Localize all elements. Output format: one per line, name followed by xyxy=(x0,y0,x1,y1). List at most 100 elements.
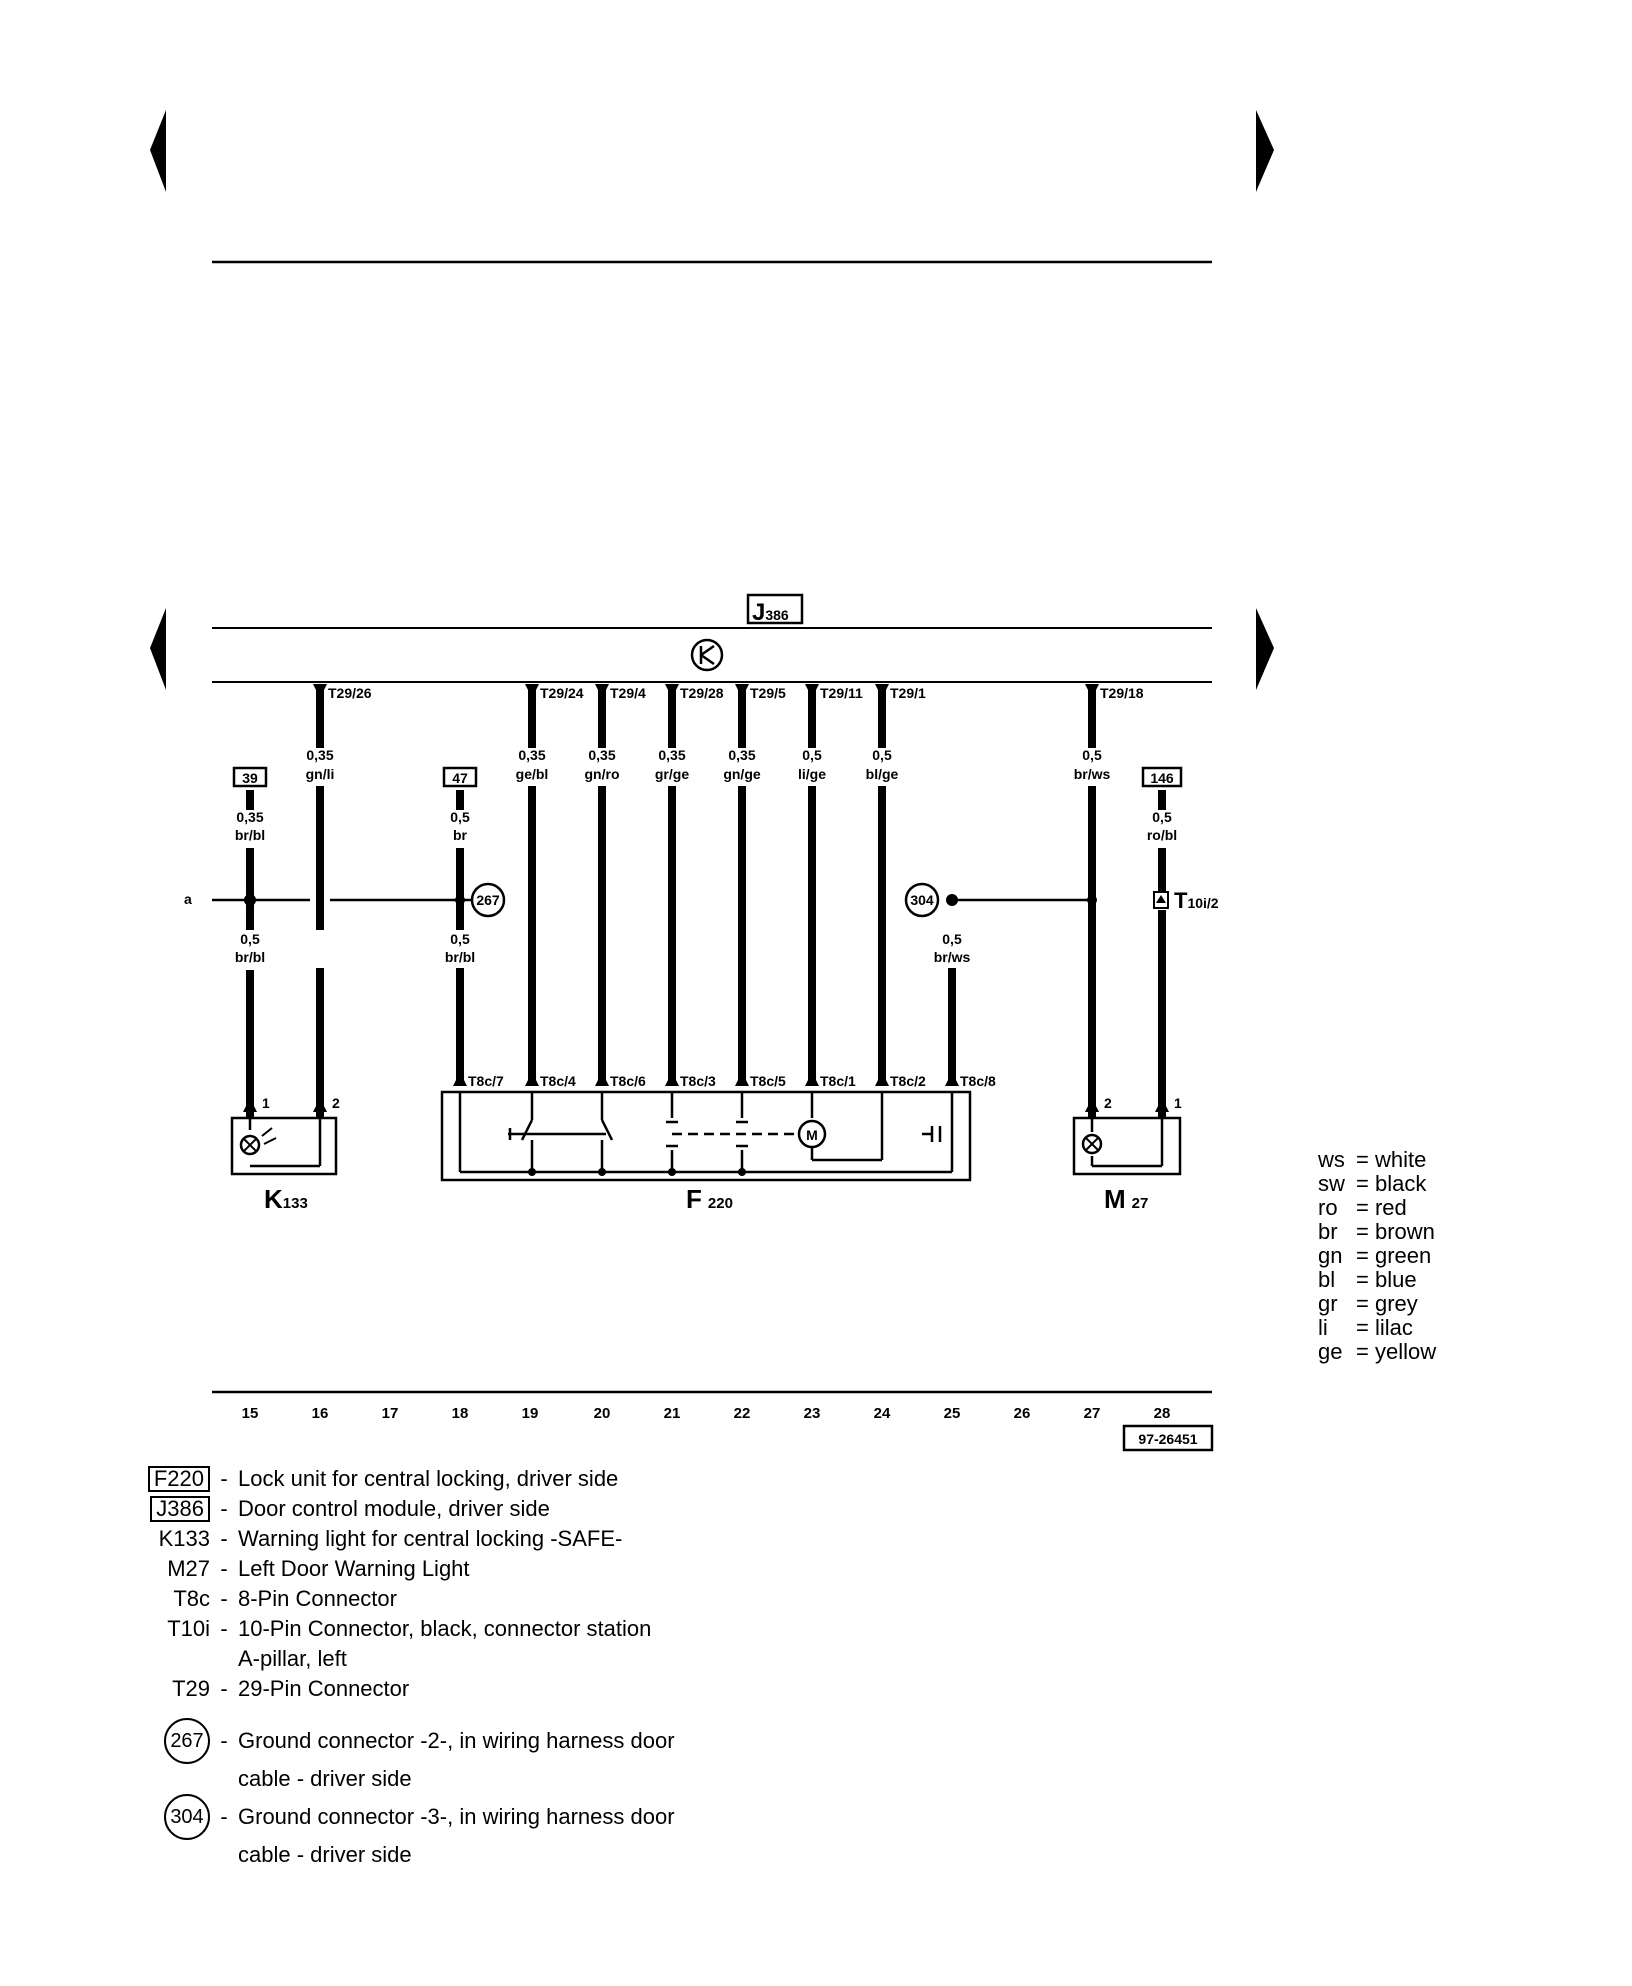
wire-gauge: 0,35 xyxy=(306,747,333,763)
svg-text:39: 39 xyxy=(242,770,258,786)
svg-text:M: M xyxy=(806,1127,818,1143)
pin-label: T29/1 xyxy=(890,685,926,701)
wire-gauge: 0,5 xyxy=(1152,809,1172,825)
wire-color: br xyxy=(453,827,468,843)
wire-gauge: 0,35 xyxy=(728,747,755,763)
lamp-icon xyxy=(239,1127,277,1156)
pin-label: T8c/6 xyxy=(610,1073,646,1089)
wire-gauge: 0,5 xyxy=(1082,747,1102,763)
wire-gauge: 0,35 xyxy=(658,747,685,763)
pin-label: T8c/3 xyxy=(680,1073,716,1089)
t10i-connector: T10i/2 xyxy=(1153,888,1219,913)
next-page-arrow-icon[interactable] xyxy=(1256,608,1274,690)
pin-label: T29/28 xyxy=(680,685,724,701)
legend-row: F220-Lock unit for central locking, driv… xyxy=(130,1464,798,1494)
pin-label: T29/5 xyxy=(750,685,786,701)
pin-label: T29/4 xyxy=(610,685,646,701)
wires xyxy=(246,690,1166,1118)
wire-gauge: 0,5 xyxy=(872,747,892,763)
legend-row: cable - driver side xyxy=(238,1842,412,1867)
motor-icon: M xyxy=(797,1119,827,1149)
svg-text:47: 47 xyxy=(452,770,468,786)
color-key-row: bl= blue xyxy=(1318,1267,1417,1292)
k133-component xyxy=(230,1116,338,1176)
pin-label: T29/18 xyxy=(1100,685,1144,701)
component-legend: F220-Lock unit for central locking, driv… xyxy=(130,1464,798,1870)
bottom-pin-arrows xyxy=(243,1072,1169,1112)
ground-connector-icon: 304 xyxy=(164,1794,210,1840)
splice-dot xyxy=(244,894,256,906)
top-pin-arrows xyxy=(313,684,1099,698)
splice-dot xyxy=(455,895,465,905)
wire-color: br/bl xyxy=(235,949,265,965)
wire-color: br/bl xyxy=(235,827,265,843)
wire-color: br/bl xyxy=(445,949,475,965)
ground-connector-icon: 267 xyxy=(164,1718,210,1764)
color-key-row: ws= white xyxy=(1318,1147,1427,1172)
pin-number: 1 xyxy=(1174,1095,1182,1111)
ref-box-39: 39 xyxy=(232,766,268,788)
pin-label: T8c/7 xyxy=(468,1073,504,1089)
color-key-row: ro= red xyxy=(1318,1195,1407,1220)
legend-row: K133-Warning light for central locking -… xyxy=(158,1526,623,1551)
k133-label: K133 xyxy=(264,1184,308,1214)
connector-a-label: a xyxy=(184,891,192,907)
column-number: 15 xyxy=(242,1405,259,1422)
svg-text:267: 267 xyxy=(476,892,500,908)
svg-text:304: 304 xyxy=(910,892,934,908)
lamp-icon xyxy=(1081,1133,1103,1155)
pin-label: T29/11 xyxy=(820,685,863,701)
splice-dot xyxy=(598,1168,606,1176)
color-key-row: gn= green xyxy=(1318,1243,1432,1268)
ref-number-box xyxy=(1122,1424,1214,1452)
wire-gauge: 0,5 xyxy=(942,931,962,947)
wire-gauge: 0,35 xyxy=(518,747,545,763)
legend-row: T10i-10-Pin Connector, black, connector … xyxy=(167,1616,652,1641)
column-number: 25 xyxy=(944,1405,961,1422)
column-number: 23 xyxy=(804,1405,821,1422)
column-number: 17 xyxy=(382,1405,399,1422)
column-number: 16 xyxy=(312,1405,329,1422)
prev-page-arrow-icon[interactable] xyxy=(150,608,166,690)
column-number: 21 xyxy=(664,1405,681,1422)
legend-row: T8c-8-Pin Connector xyxy=(173,1586,397,1611)
pin-label: T8c/1 xyxy=(820,1073,856,1089)
pin-label: T8c/8 xyxy=(960,1073,996,1089)
column-number: 24 xyxy=(874,1405,891,1422)
column-number: 18 xyxy=(452,1405,469,1422)
pin-label: T29/24 xyxy=(540,685,584,701)
legend-row: T29-29-Pin Connector xyxy=(172,1676,410,1701)
color-key-row: br= brown xyxy=(1318,1219,1435,1244)
pin-label: T29/26 xyxy=(328,685,372,701)
color-key: ws= white sw= black ro= red br= brown gn… xyxy=(1318,1148,1436,1364)
electronic-symbol-icon xyxy=(690,638,724,672)
pin-number: 1 xyxy=(262,1095,270,1111)
column-number: 28 xyxy=(1154,1405,1171,1422)
legend-row: 267-Ground connector -2-, in wiring harn… xyxy=(130,1718,798,1764)
column-number: 22 xyxy=(734,1405,751,1422)
splice-dot xyxy=(738,1168,746,1176)
wire-color: ro/bl xyxy=(1147,827,1177,843)
pin-label: T8c/2 xyxy=(890,1073,926,1089)
splice-dot xyxy=(946,894,958,906)
splice-dot xyxy=(1087,895,1097,905)
wire-color: br/ws xyxy=(1074,766,1111,782)
color-key-row: li= lilac xyxy=(1318,1315,1413,1340)
color-key-row: gr= grey xyxy=(1318,1291,1418,1316)
splice-dot xyxy=(528,1168,536,1176)
column-number: 27 xyxy=(1084,1405,1101,1422)
wire-gauge: 0,35 xyxy=(588,747,615,763)
f220-component xyxy=(440,1090,972,1182)
wire-label-backgrounds xyxy=(230,748,1182,968)
ref-number: 97-26451 xyxy=(1138,1431,1197,1447)
prev-page-arrow-icon[interactable] xyxy=(150,110,166,192)
wire-color: gn/ge xyxy=(723,766,761,782)
wire-color: gn/li xyxy=(306,766,335,782)
j386-label-box xyxy=(746,593,804,625)
next-page-arrow-icon[interactable] xyxy=(1256,110,1274,192)
ground-304: 304 xyxy=(904,882,940,918)
wire-gauge: 0,5 xyxy=(240,931,260,947)
